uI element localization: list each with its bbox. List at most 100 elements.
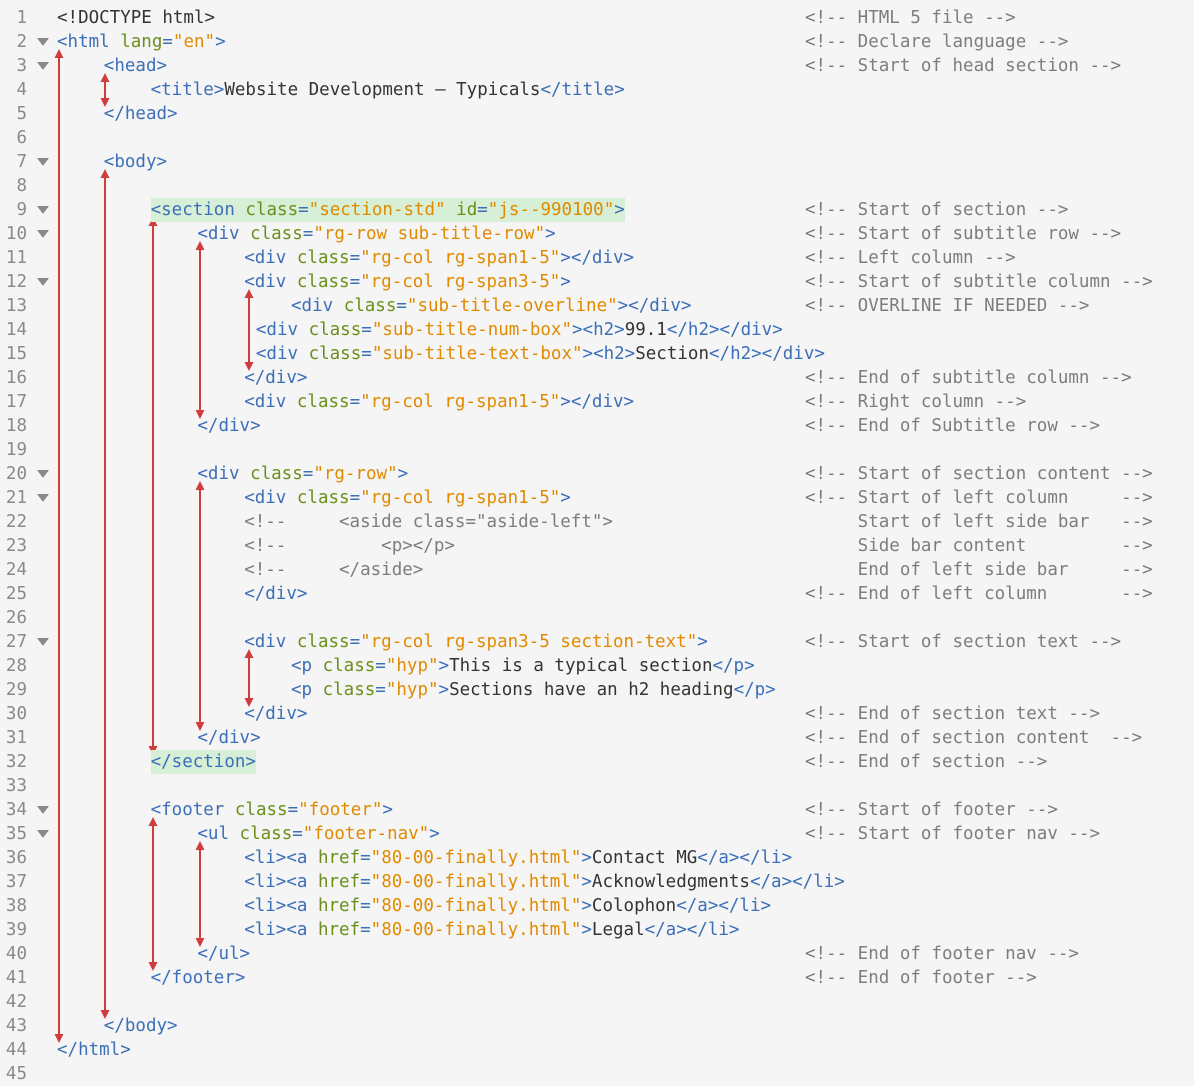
code-text: <div class="rg-col rg-span1-5"></div> xyxy=(244,246,634,270)
code-line[interactable]: 20<div class="rg-row"><!-- Start of sect… xyxy=(0,462,1194,486)
code-line[interactable]: 19 xyxy=(0,438,1194,462)
code-line[interactable]: 37<li><a href="80-00-finally.html">Ackno… xyxy=(0,870,1194,894)
code-line[interactable]: 1<!DOCTYPE html><!-- HTML 5 file --> xyxy=(0,6,1194,30)
code-line[interactable]: 23<!-- <p></p> Side bar content --> xyxy=(0,534,1194,558)
line-comment: <!-- Start of section text --> xyxy=(805,632,1122,652)
code-line[interactable]: 4<title>Website Development – Typicals</… xyxy=(0,78,1194,102)
fold-toggle-icon[interactable] xyxy=(37,494,49,502)
code-line[interactable]: 12<div class="rg-col rg-span3-5"><!-- St… xyxy=(0,270,1194,294)
code-line[interactable]: 6 xyxy=(0,126,1194,150)
fold-toggle-icon[interactable] xyxy=(37,158,49,166)
line-comment: <!-- Left column --> xyxy=(805,248,1016,268)
code-line[interactable]: 35<ul class="footer-nav"><!-- Start of f… xyxy=(0,822,1194,846)
code-line[interactable]: 7<body> xyxy=(0,150,1194,174)
code-line[interactable]: 2<html lang="en"><!-- Declare language -… xyxy=(0,30,1194,54)
line-number: 20 xyxy=(5,464,27,484)
code-token: "sub-title-text-box" xyxy=(371,344,583,364)
code-line[interactable]: 34<footer class="footer"><!-- Start of f… xyxy=(0,798,1194,822)
code-line[interactable]: 16</div><!-- End of subtitle column --> xyxy=(0,366,1194,390)
code-token: "80-00-finally.html" xyxy=(370,848,582,868)
code-token: "rg-col rg-span3-5" xyxy=(360,272,561,292)
code-token: href xyxy=(317,872,361,892)
code-line[interactable]: 13<div class="sub-title-overline"></div>… xyxy=(0,294,1194,318)
fold-toggle-icon[interactable] xyxy=(37,38,49,46)
code-line[interactable]: 26 xyxy=(0,606,1194,630)
code-line[interactable]: 14<div class="sub-title-num-box"><h2>99.… xyxy=(0,318,1194,342)
line-number: 7 xyxy=(16,152,27,172)
code-line[interactable]: 3<head><!-- Start of head section --> xyxy=(0,54,1194,78)
line-comment: <!-- End of section content --> xyxy=(805,728,1143,748)
fold-toggle-icon[interactable] xyxy=(37,638,49,646)
code-line[interactable]: 11<div class="rg-col rg-span1-5"></div><… xyxy=(0,246,1194,270)
code-line[interactable]: 41</footer><!-- End of footer --> xyxy=(0,966,1194,990)
code-line[interactable]: 36<li><a href="80-00-finally.html">Conta… xyxy=(0,846,1194,870)
code-line[interactable]: 38<li><a href="80-00-finally.html">Colop… xyxy=(0,894,1194,918)
code-line[interactable]: 45 xyxy=(0,1062,1194,1086)
code-token: = xyxy=(349,248,361,268)
code-line[interactable]: 28<p class="hyp">This is a typical secti… xyxy=(0,654,1194,678)
code-token: ></div> xyxy=(560,392,635,412)
code-token: <!DOCTYPE html> xyxy=(57,8,216,28)
code-token: class xyxy=(308,344,362,364)
code-token: class xyxy=(308,320,362,340)
code-line[interactable]: 8 xyxy=(0,174,1194,198)
code-token: = xyxy=(360,920,371,940)
fold-toggle-icon[interactable] xyxy=(37,278,49,286)
line-number: 14 xyxy=(5,320,27,340)
code-line[interactable]: 24<!-- </aside> End of left side bar --> xyxy=(0,558,1194,582)
code-line[interactable]: 21<div class="rg-col rg-span1-5"><!-- St… xyxy=(0,486,1194,510)
code-line[interactable]: 22<!-- <aside class="aside-left"> Start … xyxy=(0,510,1194,534)
code-line[interactable]: 29<p class="hyp">Sections have an h2 hea… xyxy=(0,678,1194,702)
line-number: 2 xyxy=(16,32,27,52)
line-number: 24 xyxy=(5,560,27,580)
code-line[interactable]: 44</html> xyxy=(0,1038,1194,1062)
code-line[interactable]: 15<div class="sub-title-text-box"><h2>Se… xyxy=(0,342,1194,366)
code-line[interactable]: 17<div class="rg-col rg-span1-5"></div><… xyxy=(0,390,1194,414)
code-line[interactable]: 42 xyxy=(0,990,1194,1014)
line-number: 25 xyxy=(5,584,27,604)
code-line[interactable]: 33 xyxy=(0,774,1194,798)
code-token: <h2> xyxy=(582,320,625,340)
code-token: ></div> xyxy=(560,248,635,268)
fold-toggle-icon[interactable] xyxy=(37,206,49,214)
code-text: <div class="rg-col rg-span1-5"> xyxy=(244,486,571,510)
code-token: "sub-title-num-box" xyxy=(371,320,572,340)
code-line[interactable]: 40</ul><!-- End of footer nav --> xyxy=(0,942,1194,966)
line-comment: <!-- End of footer --> xyxy=(805,968,1037,988)
code-token: <!-- <p></p> xyxy=(244,536,455,556)
line-number: 12 xyxy=(5,272,27,292)
code-token: <li><a xyxy=(244,920,318,940)
code-text: </footer> xyxy=(151,966,246,990)
code-token: href xyxy=(317,848,361,868)
fold-toggle-icon[interactable] xyxy=(37,230,49,238)
code-line[interactable]: 25</div><!-- End of left column --> xyxy=(0,582,1194,606)
code-token: </h2></div> xyxy=(709,344,825,364)
code-line[interactable]: 5</head> xyxy=(0,102,1194,126)
code-line[interactable]: 31</div><!-- End of section content --> xyxy=(0,726,1194,750)
line-number: 43 xyxy=(5,1016,27,1036)
fold-toggle-icon[interactable] xyxy=(37,830,49,838)
line-number: 21 xyxy=(5,488,27,508)
code-line[interactable]: 10<div class="rg-row sub-title-row"><!--… xyxy=(0,222,1194,246)
code-text: <!DOCTYPE html> xyxy=(57,6,215,30)
code-line[interactable]: 43</body> xyxy=(0,1014,1194,1038)
line-number: 26 xyxy=(5,608,27,628)
code-line[interactable]: 32</section><!-- End of section --> xyxy=(0,750,1194,774)
code-token: class xyxy=(296,632,350,652)
code-line[interactable]: 9<section class="section-std" id="js--99… xyxy=(0,198,1194,222)
fold-toggle-icon[interactable] xyxy=(37,806,49,814)
fold-toggle-icon[interactable] xyxy=(37,62,49,70)
code-line[interactable]: 30</div><!-- End of section text --> xyxy=(0,702,1194,726)
code-line[interactable]: 27<div class="rg-col rg-span3-5 section-… xyxy=(0,630,1194,654)
code-text: <head> xyxy=(104,54,167,78)
code-token: = xyxy=(349,488,361,508)
code-line[interactable]: 39<li><a href="80-00-finally.html">Legal… xyxy=(0,918,1194,942)
line-number: 34 xyxy=(5,800,27,820)
code-line[interactable]: 18</div><!-- End of Subtitle row --> xyxy=(0,414,1194,438)
fold-toggle-icon[interactable] xyxy=(37,470,49,478)
code-text: </div> xyxy=(197,414,260,438)
bracket-arrow xyxy=(195,241,205,419)
line-number: 22 xyxy=(5,512,27,532)
line-number: 9 xyxy=(16,200,27,220)
